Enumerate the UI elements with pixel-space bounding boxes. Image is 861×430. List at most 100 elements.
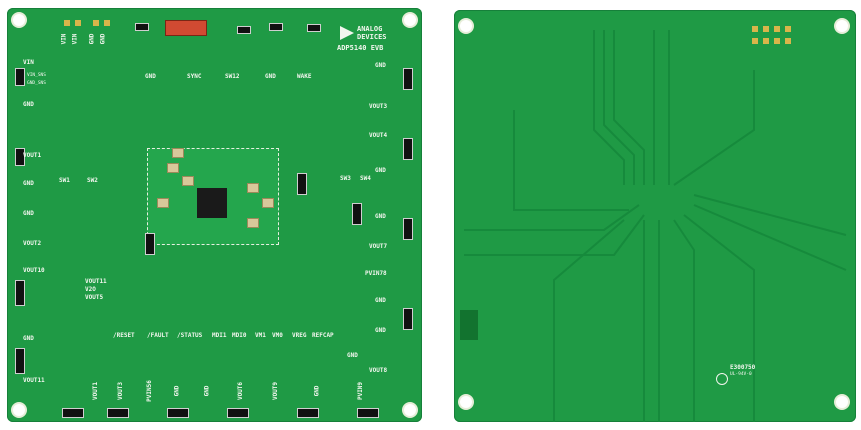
terminal-pad [774, 38, 780, 44]
jumper-header [15, 148, 25, 166]
label-wake: WAKE [297, 73, 312, 80]
label-mdi1: MDI1 [212, 332, 227, 339]
label-gnd-right: GND [375, 62, 386, 69]
board-model: ADP5140 EVB [337, 44, 384, 52]
label-vin-left: VIN [23, 59, 34, 66]
label-vout1-bottom: VOUT1 [92, 381, 100, 401]
capacitor [247, 218, 259, 228]
capacitor [167, 163, 179, 173]
mounting-hole [404, 404, 416, 416]
mounting-hole [836, 396, 848, 408]
mounting-hole [460, 396, 472, 408]
terminal-pad [785, 26, 791, 32]
terminal-pad [75, 20, 81, 26]
terminal-pad [104, 20, 110, 26]
label-pvin9: PVIN9 [357, 381, 365, 401]
label-sw12: SW12 [225, 73, 240, 80]
label-sw2: SW2 [87, 177, 98, 184]
jumper-header [167, 408, 189, 418]
terminal-pad [752, 26, 758, 32]
terminal-pad [785, 38, 791, 44]
exposed-copper [460, 310, 478, 340]
label-vout8: VOUT8 [369, 367, 388, 374]
label-gnd-bottom: GND [313, 385, 321, 397]
terminal-pad [774, 26, 780, 32]
label-sw1: SW1 [59, 177, 70, 184]
jumper-header [15, 68, 25, 86]
label-gnd-right: GND [375, 167, 386, 174]
label-vin: VIN [60, 33, 68, 45]
jumper-header [135, 23, 149, 31]
label-gnd-left: GND [23, 210, 34, 217]
label-vout7: VOUT7 [369, 243, 388, 250]
label-vout5: VOUT5 [85, 294, 104, 301]
label-vin-sns: VIN_SNS [27, 73, 46, 78]
jumper-header [269, 23, 283, 31]
jumper-header [403, 218, 413, 240]
label-vout9: VOUT9 [272, 381, 280, 401]
label-vout11-out: VOUT11 [85, 278, 107, 285]
board-bottom-view: E300750 UL-94V-0 [454, 10, 856, 422]
label-sync: SYNC [187, 73, 202, 80]
label-vout3-bottom: VOUT3 [117, 381, 125, 401]
label-vreg: VREG [292, 332, 307, 339]
label-reset: /RESET [113, 332, 135, 339]
label-status: /STATUS [177, 332, 203, 339]
jumper-header [297, 173, 307, 195]
capacitor [182, 176, 194, 186]
board-top-view: VIN VIN GND GND ANALOG DEVICES ADP5140 E… [7, 8, 422, 422]
label-gnd-tp: GND [145, 73, 156, 80]
label-vout3: VOUT3 [369, 103, 388, 110]
label-v2o: V2O [85, 286, 96, 293]
capacitor [262, 198, 274, 208]
label-fault: /FAULT [147, 332, 169, 339]
terminal-pad [93, 20, 99, 26]
jumper-header [145, 233, 155, 255]
jumper-header [237, 26, 251, 34]
label-gnd-right: GND [375, 297, 386, 304]
label-vout11: VOUT11 [23, 377, 45, 384]
label-vout4: VOUT4 [369, 132, 388, 139]
brand-line2: DEVICES [357, 33, 387, 41]
jumper-header [307, 24, 321, 32]
label-gnd-bottom: GND [173, 385, 181, 397]
capacitor [157, 198, 169, 208]
mounting-hole [404, 14, 416, 26]
brand-line1: ANALOG [357, 25, 383, 33]
label-vm0: VM0 [272, 332, 283, 339]
label-gnd-bottom: GND [203, 385, 211, 397]
label-gnd-right: GND [375, 213, 386, 220]
label-gnd: GND [99, 33, 107, 45]
jumper-header [107, 408, 129, 418]
label-sw4: SW4 [360, 175, 371, 182]
label-vin: VIN [71, 33, 79, 45]
label-gnd-sns: GND_SNS [27, 81, 46, 86]
jumper-header [62, 408, 84, 418]
label-vout1: VOUT1 [23, 152, 42, 159]
label-vout2: VOUT2 [23, 240, 42, 247]
label-sw3: SW3 [340, 175, 351, 182]
board-marking: UL-94V-0 [730, 372, 752, 377]
jumper-header [352, 203, 362, 225]
label-gnd: GND [88, 33, 96, 45]
terminal-pad [752, 38, 758, 44]
copper-traces [464, 30, 847, 422]
capacitor [172, 148, 184, 158]
connector-red [165, 20, 207, 36]
terminal-pad [64, 20, 70, 26]
jumper-header [297, 408, 319, 418]
ul-logo-icon [716, 373, 728, 385]
label-gnd-right: GND [375, 327, 386, 334]
jumper-header [15, 348, 25, 374]
label-gnd-left: GND [23, 180, 34, 187]
label-mdi0: MDI0 [232, 332, 247, 339]
jumper-header [403, 138, 413, 160]
mounting-hole [13, 14, 25, 26]
label-vout10: VOUT10 [23, 267, 45, 274]
label-gnd-tp: GND [265, 73, 276, 80]
capacitor [247, 183, 259, 193]
label-pvin56: PVIN56 [145, 380, 153, 402]
label-gnd-bottom: GND [347, 352, 358, 359]
label-refcap: REFCAP [312, 332, 334, 339]
pmic-chip [197, 188, 227, 218]
